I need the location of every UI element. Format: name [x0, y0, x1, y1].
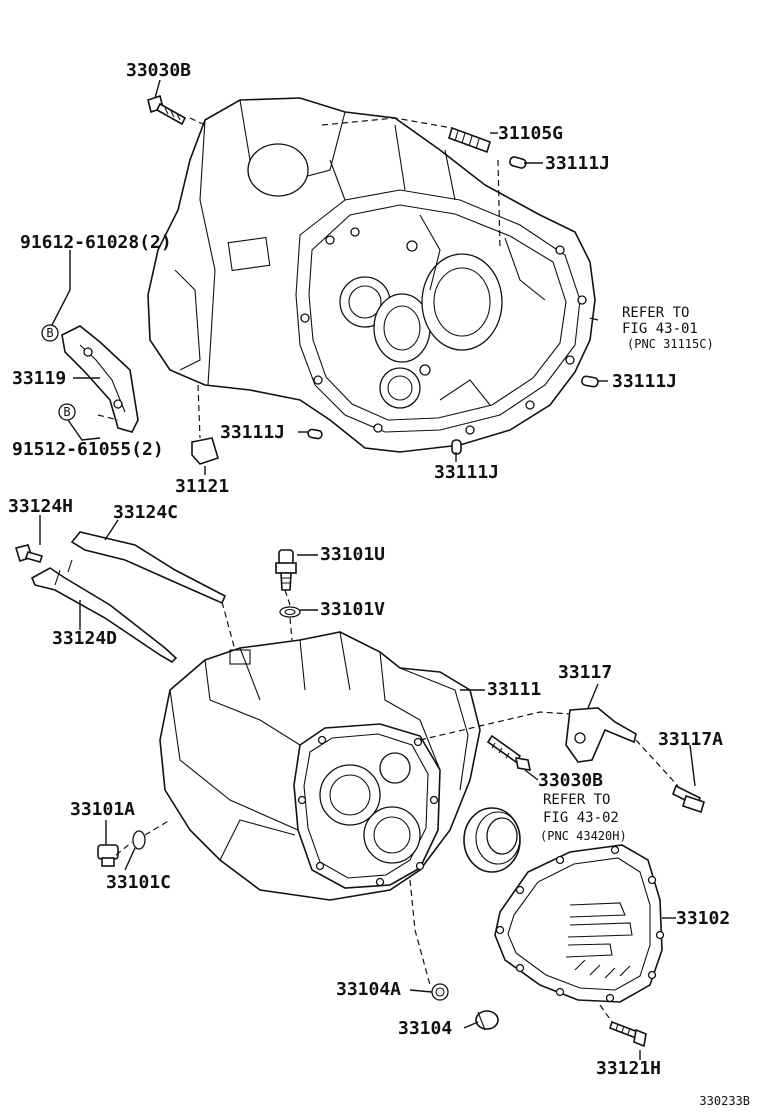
clip-31121 [191, 437, 219, 465]
label-91512-61055: 91512-61055(2) [12, 439, 164, 460]
label-33104: 33104 [398, 1018, 452, 1039]
ref1-line1: REFER TO [622, 305, 689, 321]
reference-note-2: REFER TO FIG 43-02 (PNC 43420H) [540, 792, 627, 843]
marker-b-2: B [63, 405, 70, 419]
label-33124c: 33124C [113, 502, 178, 523]
label-33117: 33117 [558, 662, 612, 683]
label-33111: 33111 [487, 679, 541, 700]
plug-33104 [475, 1010, 499, 1031]
label-33104a: 33104A [336, 979, 401, 1000]
reference-note-1: REFER TO FIG 43-01 (PNC 31115C) [622, 305, 714, 351]
ref2-line1: REFER TO [543, 792, 610, 808]
plug-33101a [97, 844, 119, 867]
label-33101v: 33101V [320, 599, 385, 620]
clutch-housing [147, 97, 596, 453]
label-33121h: 33121H [596, 1058, 661, 1079]
label-33119: 33119 [12, 368, 66, 389]
label-31105g: 31105G [498, 123, 563, 144]
label-33102: 33102 [676, 908, 730, 929]
label-33101c: 33101C [106, 872, 171, 893]
bolt-33121h [608, 1020, 647, 1048]
stud-31105g [448, 126, 491, 154]
bolt-33030b-middle [486, 734, 532, 771]
figure-code: 330233B [699, 1094, 750, 1108]
ref2-line2: FIG 43-02 [543, 810, 619, 826]
gasket-33101v [279, 606, 301, 618]
transaxle-case [159, 631, 481, 901]
part-labels: 33030B 31105G 33111J 91612-61028(2) 3311… [8, 60, 730, 1079]
marker-b-1: B [46, 326, 53, 340]
ref2-line3: (PNC 43420H) [540, 829, 627, 843]
marker-circles: B B [41, 324, 76, 421]
label-91612-61028: 91612-61028(2) [20, 232, 172, 253]
label-33030b-top: 33030B [126, 60, 191, 81]
label-33124d: 33124D [52, 628, 117, 649]
label-33111j-d: 33111J [434, 462, 499, 483]
ref1-line3: (PNC 31115C) [627, 337, 714, 351]
bolt-33117a [671, 784, 705, 814]
label-33030b-middle: 33030B [538, 770, 603, 791]
label-33101u: 33101U [320, 544, 385, 565]
label-33117a: 33117A [658, 729, 723, 750]
label-33111j-b: 33111J [612, 371, 677, 392]
shift-lever-assembly-33124 [14, 531, 227, 664]
label-31121: 31121 [175, 476, 229, 497]
gasket-33104a [431, 983, 449, 1001]
lower-guide-lines [115, 589, 679, 1023]
drain-plug-33101u [275, 549, 297, 591]
case-cover-33102 [494, 844, 665, 1003]
dowel-pins-33111j [307, 156, 599, 455]
oil-seal [463, 807, 521, 873]
label-33101a: 33101A [70, 799, 135, 820]
leader-lines [39, 79, 696, 1060]
label-33124h: 33124H [8, 496, 73, 517]
ref1-line2: FIG 43-01 [622, 321, 698, 337]
label-33111j-c: 33111J [220, 422, 285, 443]
upper-guide-lines [97, 117, 501, 439]
label-33111j-a: 33111J [545, 153, 610, 174]
bracket-33117 [565, 707, 637, 763]
bolt-33030b-top [147, 94, 187, 126]
bracket-33119 [61, 325, 139, 433]
gasket-33101c [132, 830, 146, 850]
